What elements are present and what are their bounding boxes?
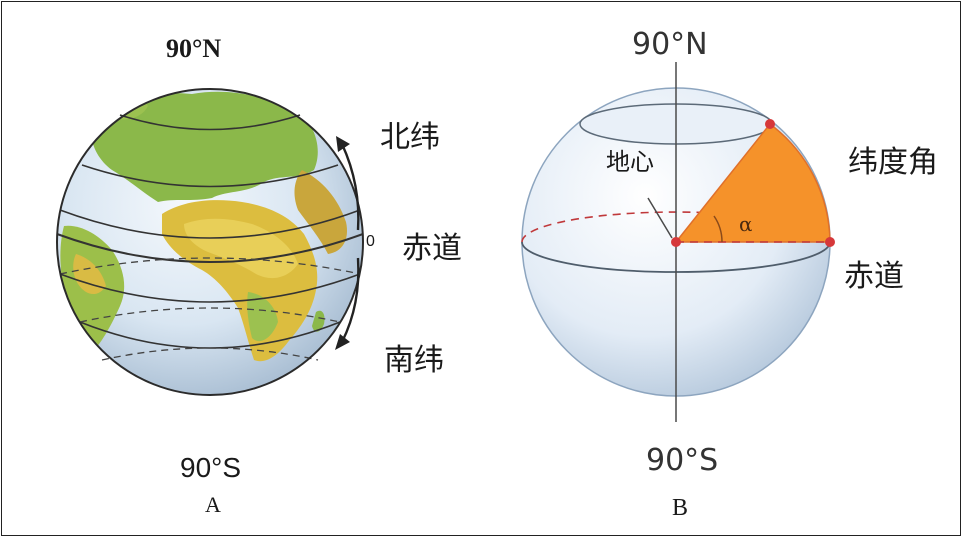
latitude-angle-wedge: [674, 122, 831, 243]
equator-point: [825, 237, 835, 247]
southern-africa-green: [247, 292, 278, 342]
center-pointer: [647, 197, 673, 239]
zero-mark-label: 0: [366, 233, 375, 250]
equator-label-b: 赤道: [844, 259, 904, 294]
latitude-back-s15: [59, 257, 361, 275]
latitude-line-s15: [59, 273, 361, 303]
latitude-back-s60: [101, 347, 319, 361]
europe-land: [91, 91, 318, 202]
globe-a-latitude-back: [59, 257, 361, 361]
south-pole-label-a: 90°S: [180, 452, 242, 483]
south-arrowhead-icon: [335, 334, 350, 350]
latitude-line-n15: [59, 209, 361, 239]
latitude-angle-label: 纬度角: [848, 145, 938, 180]
earth-center-label: 地心: [606, 148, 654, 176]
angle-symbol-label: α: [739, 212, 753, 236]
north-pole-label-a: 90°N: [166, 34, 222, 63]
globe-a-outline: [56, 88, 364, 396]
north-arrowhead-icon: [336, 136, 350, 152]
north-latitude-label: 北纬: [380, 120, 440, 155]
north-arrow: [340, 143, 360, 231]
latitude-arrows: [340, 143, 360, 343]
madagascar-land: [312, 310, 325, 332]
south-pole-label-b: 90°S: [646, 443, 719, 478]
south-arrow: [340, 257, 360, 343]
caption-b: B: [672, 495, 689, 521]
globe-a: [56, 88, 364, 396]
latitude-line-n30: [81, 164, 339, 188]
latitude-back-s30: [79, 307, 341, 323]
angle-arc: [713, 215, 723, 243]
south-latitude-label: 南纬: [384, 343, 444, 378]
surface-point: [765, 119, 775, 129]
earth-center-point: [671, 237, 681, 247]
caption-a: A: [205, 492, 221, 517]
north-pole-label-b: 90°N: [632, 27, 708, 62]
latitude-line-n60: [119, 114, 301, 131]
arabia-land: [294, 170, 348, 254]
equator-label-a: 赤道: [402, 231, 462, 266]
equator-line-front: [56, 233, 364, 263]
south-america-highland: [73, 254, 106, 295]
globe-b: [521, 62, 835, 422]
